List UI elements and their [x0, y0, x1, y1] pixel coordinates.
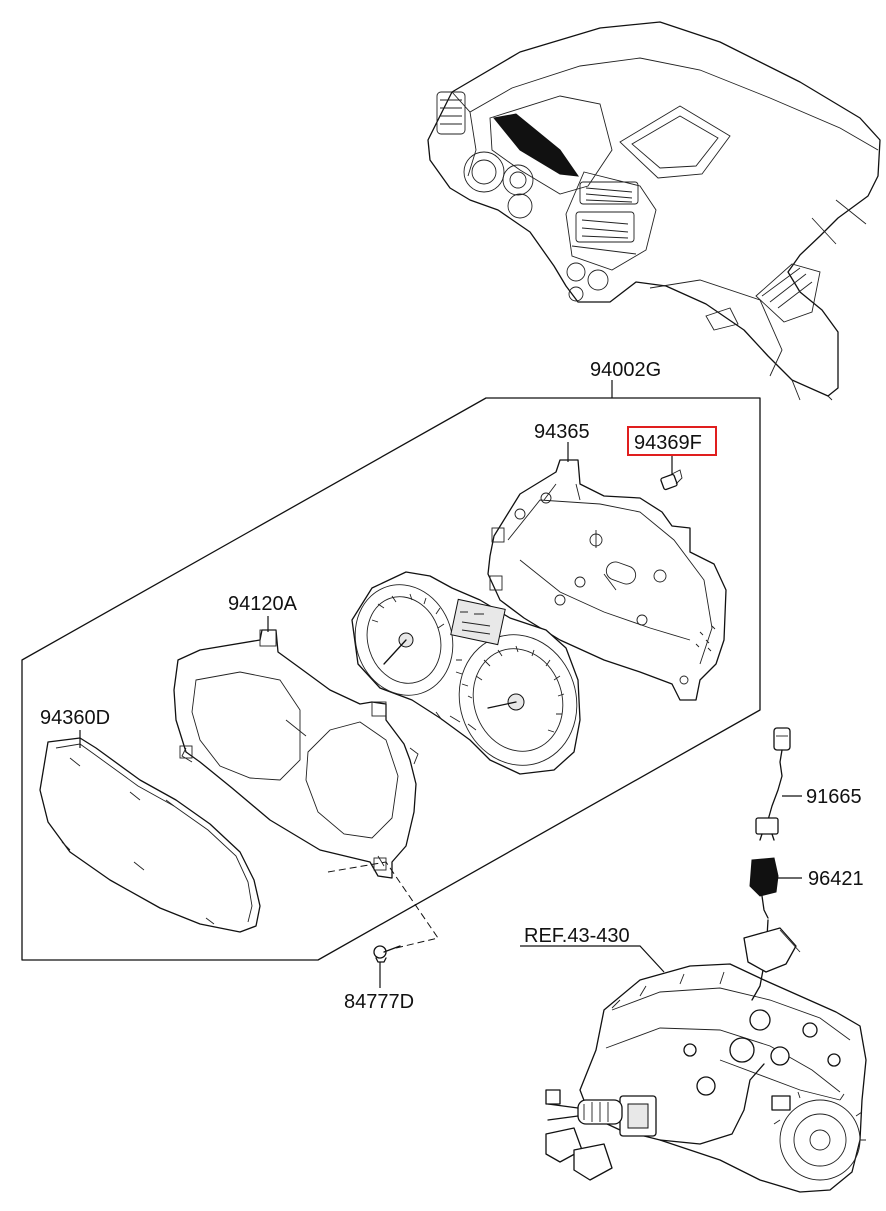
speed-sensor-illustration — [749, 857, 779, 919]
bulb-illustration — [660, 469, 683, 491]
assembly-boundary — [21, 397, 761, 961]
label-94002G[interactable]: 94002G — [590, 359, 661, 381]
screw-illustration — [373, 945, 401, 963]
label-94365[interactable]: 94365 — [534, 421, 590, 443]
dashboard-illustration — [427, 21, 881, 401]
label-96421[interactable]: 96421 — [808, 868, 864, 890]
highlight-box — [627, 426, 717, 456]
label-91665[interactable]: 91665 — [806, 786, 862, 808]
label-ref-43-430[interactable]: REF.43-430 — [524, 925, 630, 947]
label-84777D[interactable]: 84777D — [344, 991, 414, 1013]
label-94369F[interactable]: 94369F — [634, 432, 702, 454]
install-line-screw — [327, 861, 439, 949]
leader-lines — [79, 380, 802, 988]
speedometer-cable-illustration — [755, 727, 791, 841]
printed-circuit-board-illustration — [487, 459, 727, 701]
gauge-dial-face-illustration — [351, 571, 581, 775]
case-frame-illustration — [173, 629, 419, 879]
transaxle-illustration — [545, 919, 867, 1193]
glass-window-illustration — [39, 737, 261, 933]
label-94360D[interactable]: 94360D — [40, 707, 110, 729]
label-94120A[interactable]: 94120A — [228, 593, 298, 615]
